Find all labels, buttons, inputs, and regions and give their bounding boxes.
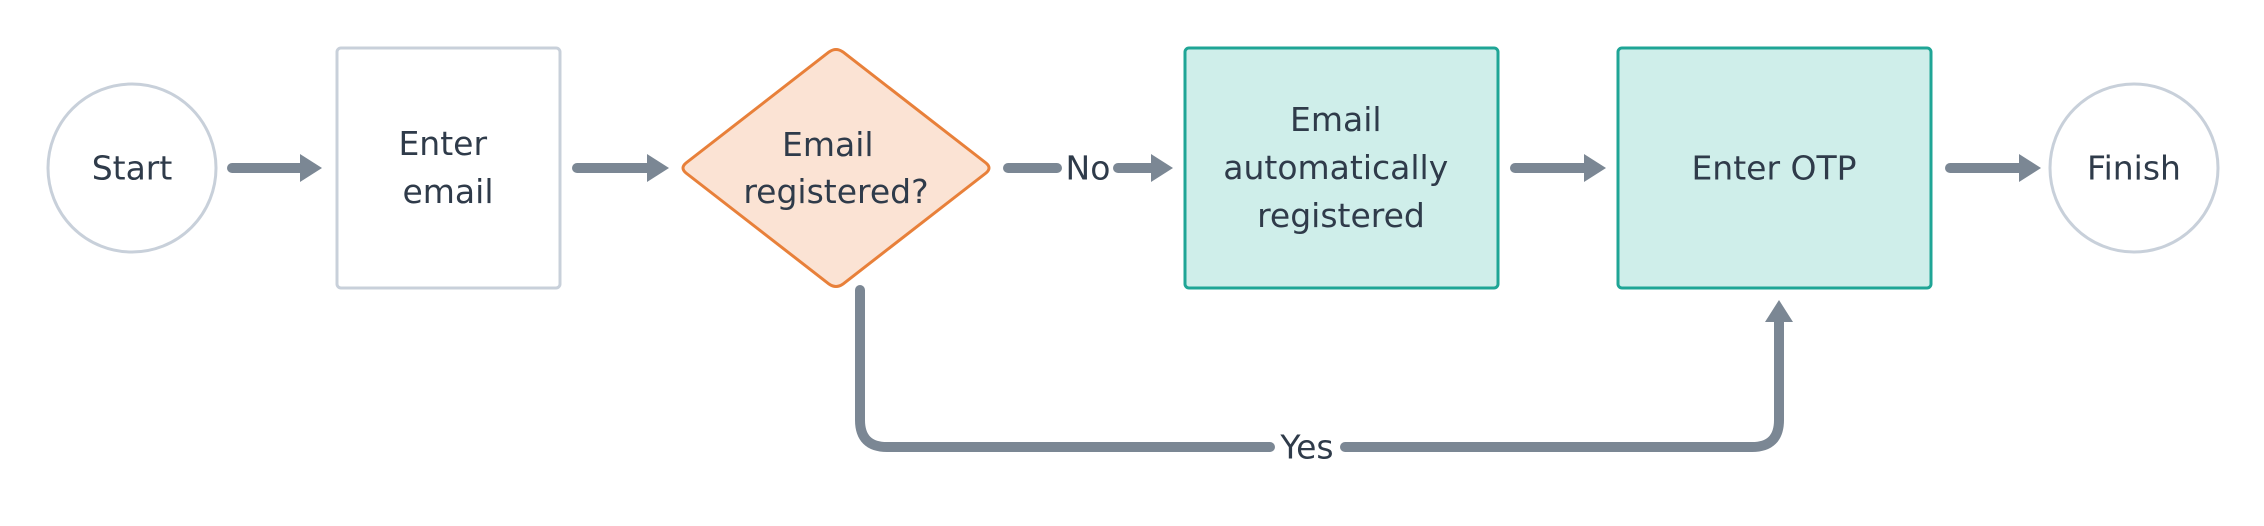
- auto-registered-box: [1183, 46, 1500, 290]
- arrow-yes-to-enter-otp: [1340, 313, 1784, 452]
- arrowhead-icon: [647, 154, 669, 182]
- enter-email-label-line: Enter: [398, 124, 487, 163]
- auto-registered-label-line: Email: [1290, 100, 1382, 139]
- edge-label-no: No: [1066, 149, 1111, 188]
- node-finish: Finish: [2048, 82, 2220, 254]
- start-label: Start: [92, 149, 173, 188]
- edge-label-yes: Yes: [1279, 428, 1333, 467]
- auto-registered-label-line: registered: [1257, 196, 1425, 235]
- enter-email-box: [335, 46, 562, 290]
- enter-email-label: Enter email: [398, 124, 497, 211]
- arrowhead-icon: [1765, 300, 1793, 322]
- decision-diamond: [681, 48, 991, 288]
- decision-label-line: registered?: [743, 172, 928, 211]
- node-start: Start: [46, 82, 218, 254]
- finish-circle: [2048, 82, 2220, 254]
- arrow-decision-to-yes: [855, 285, 1275, 452]
- auto-registered-label-line: automatically: [1223, 148, 1448, 187]
- arrowhead-icon: [1584, 154, 1606, 182]
- auto-registered-label: Email automatically registered: [1223, 100, 1458, 235]
- start-circle: [46, 82, 218, 254]
- enter-email-label-line: email: [402, 172, 493, 211]
- decision-label-line: Email: [782, 125, 874, 164]
- arrowhead-icon: [2019, 154, 2041, 182]
- decision-label: Email registered?: [743, 125, 928, 211]
- finish-label: Finish: [2087, 149, 2181, 188]
- arrowhead-icon: [300, 154, 322, 182]
- node-enter-otp: Enter OTP: [1616, 46, 1933, 290]
- arrowhead-icon: [1151, 154, 1173, 182]
- node-auto-registered: Email automatically registered: [1183, 46, 1500, 290]
- node-email-registered-decision: Email registered?: [681, 48, 991, 288]
- enter-otp-label: Enter OTP: [1691, 149, 1856, 188]
- connectors: [227, 154, 2041, 452]
- enter-otp-box: [1616, 46, 1933, 290]
- node-enter-email: Enter email: [335, 46, 562, 290]
